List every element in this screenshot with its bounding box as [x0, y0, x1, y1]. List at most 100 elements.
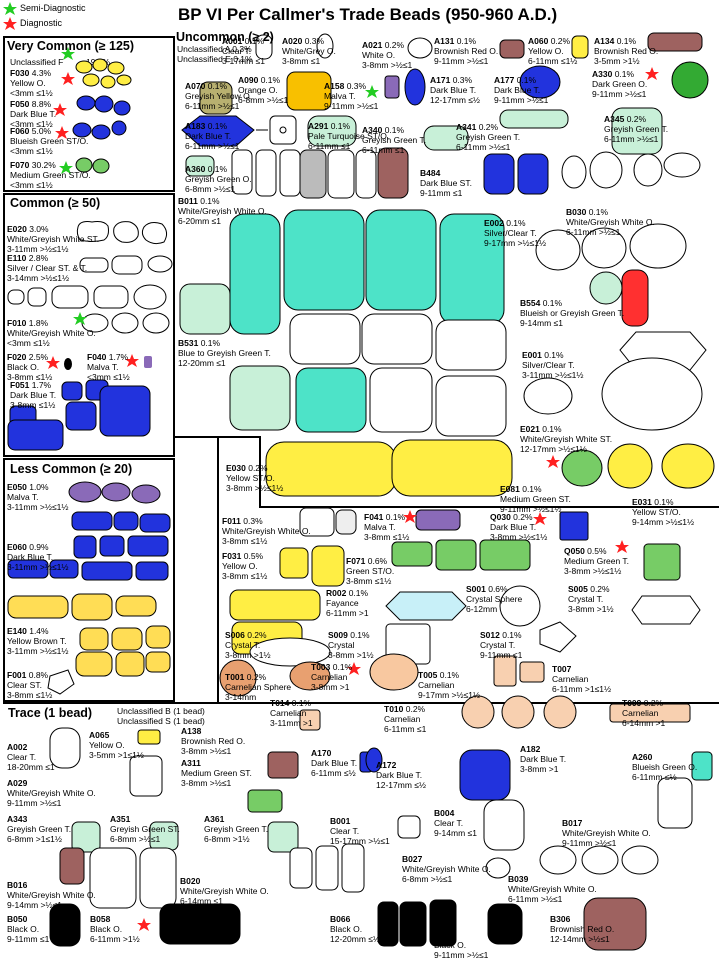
- uncommon-step-divider-1: [259, 436, 261, 508]
- bead-b020-illustration: [139, 847, 177, 909]
- bead-b306-illustration: [583, 897, 647, 951]
- bead-description: Malva T.: [7, 492, 39, 502]
- bead-size: 6-11mm >½≤1: [566, 227, 621, 237]
- bead-description: Carnelian: [622, 708, 659, 718]
- bead-code: F050: [10, 99, 30, 109]
- bead-code: A182: [520, 744, 541, 754]
- bead-size: 9-11mm >½≤1: [592, 89, 647, 99]
- bead-percent: 0.9%: [26, 542, 49, 552]
- bead-description: White/Greyish White O.: [7, 890, 96, 900]
- bead-label-f020: F020 2.5%Black O.3-8mm ≤1½: [7, 352, 52, 382]
- bead-percent: 0.1%: [258, 75, 281, 85]
- bead-label-a131: A131 0.1%Brownish Red O.9-11mm >½≤1: [434, 36, 498, 66]
- bead-code: E002: [484, 218, 504, 228]
- bead-code: A060: [528, 36, 549, 46]
- bead-code: A001: [222, 36, 243, 46]
- bead-label-s012: S012 0.1%Crystal T.9-11mm ≤1: [480, 630, 522, 660]
- bead-percent: 0.3%: [344, 81, 367, 91]
- unclassified-a-label: Unclassified A 0.3%: [177, 44, 252, 54]
- bead-description: Clear ST.: [7, 680, 42, 690]
- bead-size: 6-11mm >½≤1: [185, 141, 240, 151]
- bead-percent: 0.5%: [241, 551, 264, 561]
- bead-code: B484: [420, 168, 441, 178]
- bead-label-e030: E030 0.2%Yellow ST/O.3-8mm >½≤1½: [226, 463, 283, 493]
- bead-label-e002: E002 0.1%Silver/Clear T.9-17mm >½≤1½: [484, 218, 546, 248]
- bead-b058-illustration: [137, 903, 241, 945]
- bead-label-f050: F050 8.8%Dark Blue T.<3mm ≤1½: [10, 99, 56, 129]
- bead-code: T001: [225, 672, 245, 682]
- bead-size: 6-8mm >½≤1: [185, 184, 236, 194]
- uncommon-step-divider-3: [217, 436, 219, 704]
- bead-description: Yellow Brown T.: [7, 636, 67, 646]
- bead-size: 3-8mm ≤1½: [10, 400, 56, 410]
- bead-code: A343: [7, 814, 28, 824]
- bead-size: 6-11mm >1½: [90, 934, 140, 944]
- bead-code: B016: [7, 880, 28, 890]
- bead-code: E030: [226, 463, 246, 473]
- bead-description: Medium Green T.: [564, 556, 630, 566]
- bead-label-e140: E140 1.4%Yellow Brown T.3-11mm >½≤1½: [7, 626, 68, 656]
- bead-size: 6-11mm ≤1½: [528, 56, 578, 66]
- bead-a001-illustration: [255, 34, 273, 60]
- bead-label-a345: A345 0.2%Greyish Green T.6-11mm >½≤1: [604, 114, 668, 144]
- bead-size: 6-11mm >½≤1: [604, 134, 659, 144]
- bead-a291-illustration: [307, 115, 357, 147]
- bead-description: Dark Blue T.: [430, 85, 477, 95]
- bead-code: A291: [308, 121, 329, 131]
- bead-percent: 0.1%: [499, 630, 522, 640]
- bead-description: Green ST/O.: [346, 566, 395, 576]
- bead-size: 3-8mm >1: [311, 682, 350, 692]
- bead-code: B020: [180, 876, 201, 886]
- bead-label-e081: E081 0.1%Medium Green ST.9-11mm >½≤1½: [500, 484, 571, 514]
- bead-label-e021: E021 0.1%White/Greyish White ST.12-17mm …: [520, 424, 612, 454]
- bead-size: 6-8mm >½≤1: [238, 95, 289, 105]
- bead-percent: 0.3%: [302, 36, 325, 46]
- bead-a182-illustration: [459, 749, 511, 801]
- bead-description: Carnelian: [418, 680, 455, 690]
- bead-description: Greyish Green ST.: [110, 824, 180, 834]
- bead-size: <3mm ≤1½: [10, 180, 53, 190]
- bead-code: B058: [90, 914, 111, 924]
- bead-percent: 0.1%: [328, 121, 351, 131]
- bead-a345-illustration: [611, 107, 663, 155]
- bead-description: Yellow O.: [222, 561, 258, 571]
- bead-label-b554: B554 0.1%Blueish or Greyish Green T.9-14…: [520, 298, 624, 328]
- bead-size: 3-8mm >1½: [328, 650, 374, 660]
- bead-percent: 0.1%: [519, 484, 542, 494]
- bead-code: A351: [110, 814, 131, 824]
- bead-code: B306: [550, 914, 571, 924]
- bead-e050-illustration: [68, 481, 161, 504]
- bead-percent: 8.8%: [29, 99, 52, 109]
- bead-t001-illustration: [219, 659, 257, 697]
- bead-a260-illustration: [691, 751, 713, 781]
- bead-percent: 0.1%: [383, 512, 406, 522]
- bead-b011-illustration: [231, 147, 409, 199]
- bead-code: A090: [238, 75, 259, 85]
- bead-s001-illustration: [499, 585, 541, 627]
- bead-percent: 0.1%: [539, 424, 562, 434]
- bead-percent: 0.6%: [365, 556, 388, 566]
- bead-description: Dark Blue T.: [376, 770, 423, 780]
- bead-code: S001: [466, 584, 486, 594]
- bead-size: 3-8mm >½≤1: [181, 778, 232, 788]
- bead-code: A172: [376, 760, 397, 770]
- bead-description: Greyish Green T.: [7, 824, 72, 834]
- bead-percent: 0.1%: [205, 164, 228, 174]
- bead-description: Yellow ST/O.: [632, 507, 681, 517]
- bead-size: 6-8mm >1≤1½: [7, 834, 62, 844]
- bead-label-a177: A177 0.1%Dark Blue T.9-11mm >½≤1: [494, 75, 548, 105]
- bead-label-f040: F040 1.7%Malva T.<3mm ≤1½: [87, 352, 130, 382]
- bead-size: 3-14mm >½≤1½: [7, 273, 70, 283]
- bead-description: Blueish Green O.: [632, 762, 698, 772]
- bead-size: 12-17mm ≤½: [376, 780, 427, 790]
- bead-label-a171: A171 0.3%Dark Blue T.12-17mm ≤½: [430, 75, 480, 105]
- bead-f041-illustration: [403, 509, 461, 531]
- bead-percent: 1.4%: [26, 626, 49, 636]
- bead-s006-illustration: [249, 637, 331, 667]
- bead-f030-illustration: [61, 58, 132, 89]
